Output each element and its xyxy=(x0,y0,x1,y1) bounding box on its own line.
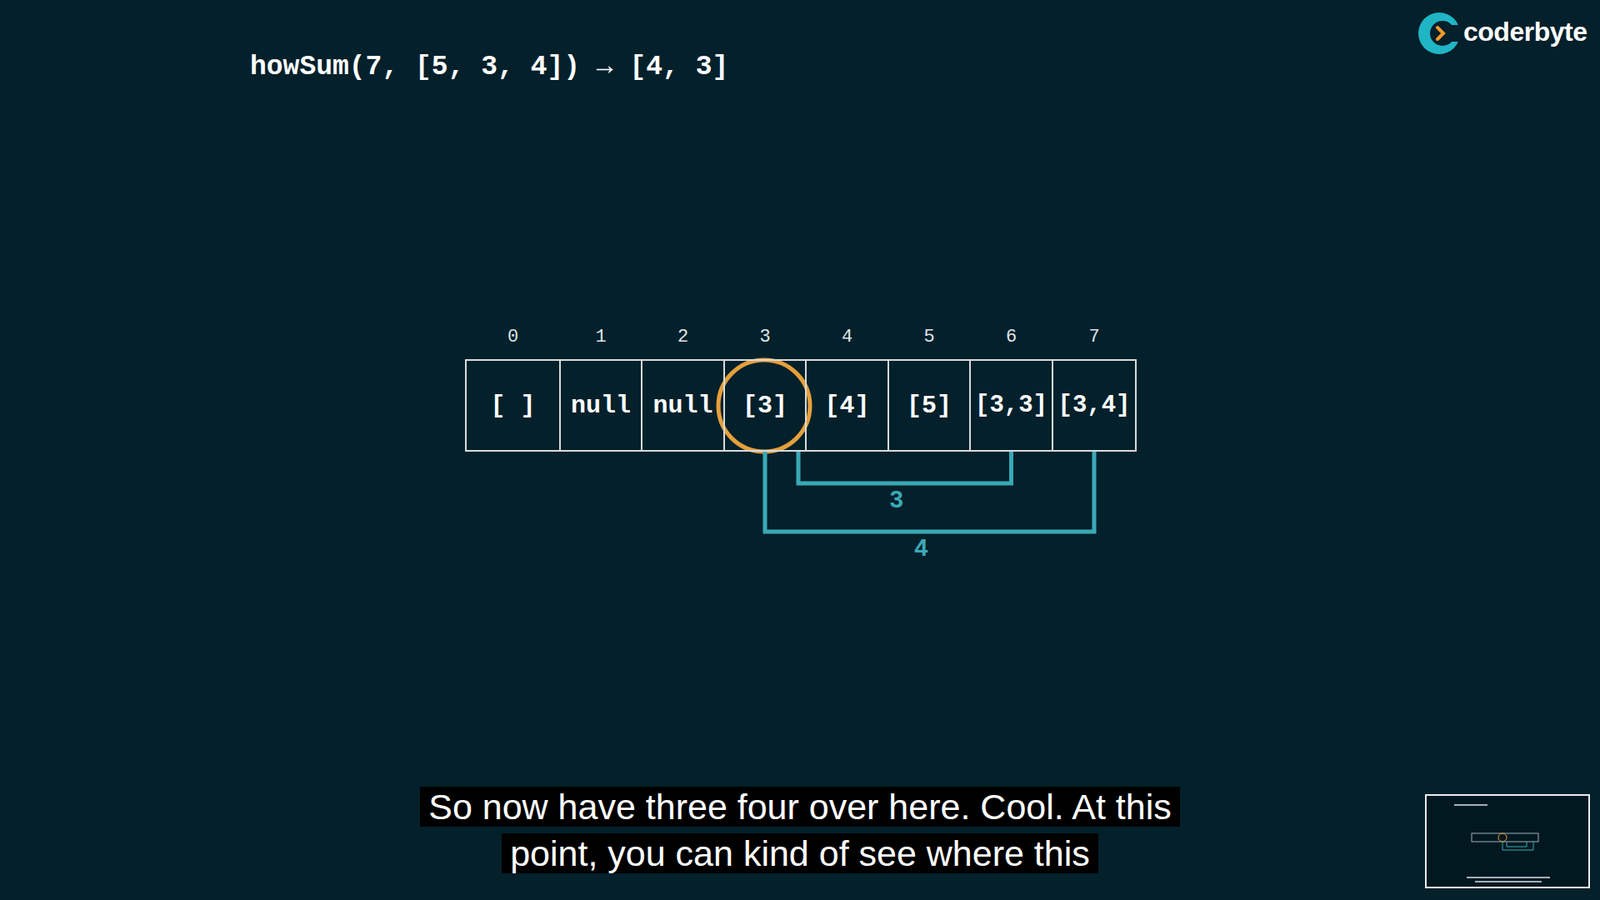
array-cell: 7[3,4] xyxy=(1051,359,1137,452)
array-cell: 4[4] xyxy=(805,359,890,452)
logo-text: coderbyte xyxy=(1463,16,1587,48)
array-cell: 3[3] xyxy=(723,359,807,452)
caption-block: So now have three four over here. Cool. … xyxy=(400,783,1200,877)
array-cell: 1null xyxy=(559,359,643,452)
array-cell: 0[ ] xyxy=(465,359,561,452)
cell-value: null xyxy=(652,391,713,420)
index-number: 0 xyxy=(466,326,560,348)
array-cell: 6[3,3] xyxy=(969,359,1054,452)
diagram-title: howSum(7, [5, 3, 4]) → [4, 3] xyxy=(250,51,729,83)
index-number: 6 xyxy=(970,326,1052,348)
index-number: 3 xyxy=(725,326,805,348)
cell-value: [3,4] xyxy=(1057,391,1130,420)
thumbnail-frame xyxy=(1425,795,1590,888)
cell-value: [5] xyxy=(906,391,952,420)
bracket-connector xyxy=(798,451,1012,484)
thumbnail-caption xyxy=(1466,876,1550,879)
bracket-connector xyxy=(765,451,1095,532)
bracket-label: 4 xyxy=(914,535,929,564)
cell-value: [3] xyxy=(742,391,788,420)
array-cell: 2null xyxy=(640,359,725,452)
index-number: 7 xyxy=(1053,326,1135,348)
logo-chevron xyxy=(1437,27,1444,40)
bracket-label: 3 xyxy=(889,487,904,515)
array-cell: 5[5] xyxy=(887,359,971,452)
logo-icon xyxy=(1418,12,1462,55)
video-thumbnail xyxy=(1425,795,1590,888)
thumbnail-title xyxy=(1454,804,1488,806)
cell-value: [ ] xyxy=(490,391,535,420)
thumbnail-array xyxy=(1471,833,1539,842)
cell-value: null xyxy=(570,391,631,420)
logo-gap xyxy=(1448,25,1462,42)
index-number: 5 xyxy=(889,326,970,348)
index-number: 1 xyxy=(560,326,641,348)
thumbnail-caption xyxy=(1475,880,1542,883)
thumbnail-brackets xyxy=(1502,841,1534,850)
index-number: 2 xyxy=(642,326,724,348)
cell-value: [4] xyxy=(824,391,870,420)
caption-text: So now have three four over here. Cool. … xyxy=(420,786,1180,874)
highlight-circle xyxy=(718,360,810,452)
thumbnail-circle xyxy=(1498,833,1507,842)
index-number: 4 xyxy=(806,326,888,348)
cell-value: [3,3] xyxy=(975,391,1048,420)
